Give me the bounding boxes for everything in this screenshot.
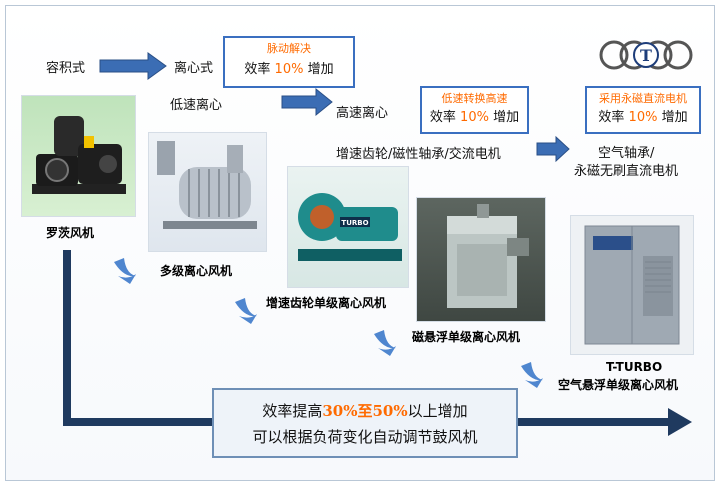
- box-title: 低速转换高速: [441, 92, 508, 105]
- label-gear-bearing-motor: 增速齿轮/磁性轴承/交流电机: [336, 147, 501, 162]
- multistage-blower-image: [148, 132, 267, 252]
- box-prefix: 效率: [429, 110, 456, 125]
- summary-line-2: 可以根据负荷变化自动调节鼓风机: [252, 428, 478, 446]
- summary-line-1: 效率提高30%至50%以上增加: [214, 400, 516, 422]
- box-prefix: 效率: [244, 62, 271, 77]
- caption-roots: 罗茨风机: [46, 226, 95, 240]
- efficiency-box-speed: 低速转换高速 效率 10% 增加: [420, 86, 529, 134]
- t-turbo-blower-illustration: [584, 225, 680, 345]
- label-positive-displacement: 容积式: [46, 61, 86, 76]
- summary-box: 效率提高30%至50%以上增加 可以根据负荷变化自动调节鼓风机: [212, 388, 518, 458]
- box-body: 效率 10% 增加: [587, 110, 699, 126]
- roots-blower-image: [21, 95, 136, 217]
- maglev-blower-image: [416, 197, 546, 322]
- box-suffix: 增加: [307, 62, 334, 77]
- summary-line1-b: 以上增加: [407, 402, 468, 420]
- summary-line1-highlight: 30%至50%: [322, 402, 408, 420]
- summary-line1-a: 效率提高: [262, 402, 323, 420]
- curve-arrow-2: [235, 298, 257, 324]
- box-pct: 10%: [628, 110, 658, 125]
- box-pct: 10%: [460, 110, 489, 125]
- gear-single-stage-illustration: TURBO: [298, 193, 402, 261]
- label-centrifugal: 离心式: [174, 61, 214, 76]
- efficiency-box-pulsation: 脉动解决 效率 10% 增加: [223, 36, 355, 88]
- curve-arrow-1: [114, 258, 136, 284]
- nameplate-turbo: TURBO: [341, 219, 368, 227]
- t-turbo-logo: T: [599, 40, 693, 70]
- box-body: 效率 10% 增加: [225, 62, 353, 78]
- box-title: 脉动解决: [267, 42, 311, 55]
- arrow-low-to-high-speed: [281, 87, 333, 117]
- bottom-flow-line: [63, 250, 212, 426]
- caption-maglev: 磁悬浮单级离心风机: [412, 330, 521, 344]
- bottom-arrow-head: [668, 408, 692, 436]
- box-pct: 10%: [274, 62, 304, 77]
- label-high-speed: 高速离心: [336, 106, 389, 121]
- caption-gear-single: 增速齿轮单级离心风机: [266, 296, 387, 310]
- gear-single-stage-image: TURBO: [287, 166, 409, 288]
- box-suffix: 增加: [493, 110, 520, 125]
- arrow-positive-to-centrifugal: [99, 52, 167, 80]
- curve-arrow-4: [521, 362, 543, 388]
- box-suffix: 增加: [661, 110, 688, 125]
- caption-air-bearing: 空气悬浮单级离心风机: [558, 378, 679, 392]
- multistage-blower-illustration: [157, 141, 257, 229]
- caption-multistage: 多级离心风机: [160, 264, 233, 278]
- label-low-speed: 低速离心: [170, 98, 223, 113]
- curve-arrow-3: [374, 330, 396, 356]
- logo-letter: T: [640, 46, 652, 65]
- box-prefix: 效率: [598, 110, 625, 125]
- t-turbo-blower-image: [570, 215, 694, 355]
- arrow-gear-to-air-bearing: [536, 135, 570, 163]
- efficiency-box-pm-motor: 采用永磁直流电机 效率 10% 增加: [585, 86, 701, 134]
- label-air-bearing: 空气轴承/: [598, 146, 655, 161]
- label-pm-brushless: 永磁无刷直流电机: [574, 164, 679, 179]
- maglev-blower-illustration: [447, 204, 529, 308]
- caption-tturbo-brand: T-TURBO: [606, 360, 663, 374]
- box-title: 采用永磁直流电机: [599, 92, 687, 105]
- roots-blower-illustration: [32, 116, 126, 194]
- box-body: 效率 10% 增加: [422, 110, 527, 126]
